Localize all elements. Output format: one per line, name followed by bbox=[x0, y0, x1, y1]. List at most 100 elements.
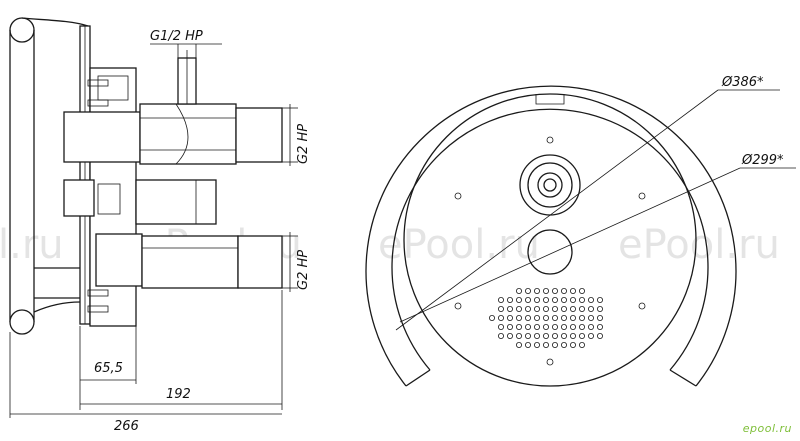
screw-icon bbox=[546, 358, 554, 366]
grille-hole bbox=[570, 305, 577, 312]
grille-hole bbox=[543, 341, 550, 348]
nozzle-core bbox=[543, 178, 557, 192]
screw-icon bbox=[454, 302, 462, 310]
upper-elbow bbox=[175, 103, 189, 165]
grille-hole bbox=[561, 323, 568, 330]
grille-hole bbox=[552, 341, 559, 348]
dim-299-label: Ø299* bbox=[741, 153, 784, 168]
grille-hole bbox=[579, 296, 586, 303]
grille-hole bbox=[552, 332, 559, 339]
cover-plate bbox=[403, 93, 697, 387]
grille-hole bbox=[497, 323, 504, 330]
center-opening bbox=[527, 229, 573, 275]
grille-hole bbox=[570, 332, 577, 339]
grille-hole bbox=[588, 332, 595, 339]
grille-hole bbox=[543, 296, 550, 303]
grille-hole bbox=[516, 305, 523, 312]
rail-top-bend bbox=[21, 17, 89, 27]
dim-g2-lower-label: G2 HP bbox=[296, 250, 311, 290]
screw-icon bbox=[546, 136, 554, 144]
grille-hole bbox=[570, 287, 577, 294]
dim-g2-upper-label: G2 HP bbox=[296, 124, 311, 164]
dim-386-label: Ø386* bbox=[721, 75, 764, 90]
grille-hole bbox=[497, 305, 504, 312]
site-logo: epool.ru bbox=[742, 422, 792, 435]
grille-hole bbox=[497, 296, 504, 303]
grille-hole bbox=[579, 341, 586, 348]
housing bbox=[89, 67, 137, 327]
side-block bbox=[63, 179, 95, 217]
grille-hole bbox=[552, 287, 559, 294]
dim-192-label: 192 bbox=[166, 387, 191, 402]
grille-hole bbox=[597, 332, 604, 339]
grille-hole bbox=[588, 305, 595, 312]
dim-g12-label: G1/2 HP bbox=[150, 29, 203, 44]
grille-hole bbox=[570, 341, 577, 348]
lower-connector bbox=[141, 235, 239, 289]
outer-ring-inner bbox=[391, 108, 709, 371]
grille-hole bbox=[543, 332, 550, 339]
dim-386-leader bbox=[395, 89, 719, 331]
cover-top-tab bbox=[535, 94, 565, 105]
grille-hole bbox=[543, 323, 550, 330]
grille-hole bbox=[525, 287, 532, 294]
grille-hole bbox=[579, 323, 586, 330]
grille-hole bbox=[552, 305, 559, 312]
grille-hole bbox=[552, 323, 559, 330]
grille-hole bbox=[561, 305, 568, 312]
ring-end-left bbox=[405, 369, 431, 387]
front-view: Ø386* Ø299* bbox=[365, 75, 796, 387]
ring-end-right bbox=[669, 369, 697, 387]
grille-hole bbox=[525, 296, 532, 303]
grille-hole bbox=[552, 296, 559, 303]
body-flange bbox=[135, 179, 217, 225]
grille-hole bbox=[588, 314, 595, 321]
upper-nozzle-body bbox=[63, 111, 141, 163]
grille-hole bbox=[543, 305, 550, 312]
grille-hole bbox=[488, 314, 495, 321]
grille-hole bbox=[516, 314, 523, 321]
grille-hole bbox=[543, 314, 550, 321]
grille-hole bbox=[561, 314, 568, 321]
nozzle-outer bbox=[519, 154, 581, 216]
grille-hole bbox=[534, 332, 541, 339]
lower-thread-g2 bbox=[237, 235, 283, 289]
lower-nozzle-body bbox=[95, 233, 143, 287]
housing-upper-box bbox=[97, 75, 129, 101]
grille-hole bbox=[561, 341, 568, 348]
grille-hole bbox=[561, 287, 568, 294]
nozzle-inner bbox=[537, 172, 563, 198]
grille-hole bbox=[525, 314, 532, 321]
grille-hole bbox=[597, 296, 604, 303]
grille-hole bbox=[506, 305, 513, 312]
screw-icon bbox=[638, 192, 646, 200]
grille-hole bbox=[525, 341, 532, 348]
grille-hole bbox=[516, 287, 523, 294]
grille-hole bbox=[534, 296, 541, 303]
grille-hole bbox=[516, 332, 523, 339]
screw-icon bbox=[454, 192, 462, 200]
grille-hole bbox=[579, 287, 586, 294]
grille-hole bbox=[534, 287, 541, 294]
grille-hole bbox=[579, 314, 586, 321]
grille-hole bbox=[516, 296, 523, 303]
screw-icon bbox=[638, 302, 646, 310]
grille-hole bbox=[525, 323, 532, 330]
grille-hole bbox=[561, 332, 568, 339]
grille-hole bbox=[579, 332, 586, 339]
grille-hole bbox=[506, 314, 513, 321]
grille-hole bbox=[534, 323, 541, 330]
rail-bottom-end bbox=[9, 309, 35, 335]
grille-hole bbox=[561, 296, 568, 303]
upper-thread-g2 bbox=[235, 107, 283, 163]
grille-hole bbox=[543, 287, 550, 294]
dim-299-leader bbox=[399, 167, 741, 323]
mid-block bbox=[97, 183, 121, 215]
grille-hole bbox=[597, 323, 604, 330]
grille-hole bbox=[525, 305, 532, 312]
grille-hole bbox=[497, 332, 504, 339]
grille-hole bbox=[588, 296, 595, 303]
grille-hole bbox=[597, 305, 604, 312]
grille-hole bbox=[570, 323, 577, 330]
